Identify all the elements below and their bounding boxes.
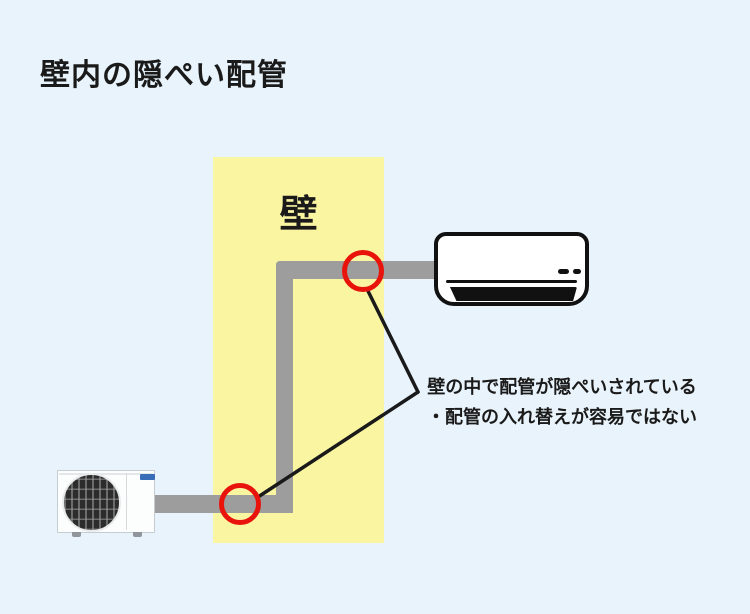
pipe-wall-entry-marker-icon — [219, 483, 261, 525]
wall-label: 壁 — [279, 194, 318, 236]
indoor-ac-vent — [449, 287, 577, 301]
outdoor-ac-unit-icon — [57, 470, 155, 537]
indoor-ac-panel-line — [446, 280, 577, 283]
page-title: 壁内の隠ぺい配管 — [40, 59, 288, 92]
fan-grille-icon — [62, 473, 121, 532]
indoor-ac-indicator-icon — [573, 269, 581, 274]
indoor-ac-unit-icon — [434, 232, 589, 306]
pipe-wall-exit-marker-icon — [342, 250, 384, 292]
wall-rect: 壁 — [213, 157, 384, 543]
outdoor-ac-panel-seam — [126, 473, 127, 530]
outdoor-ac-foot — [72, 532, 81, 537]
annotation-text: 壁の中で配管が隠ぺいされている ・配管の入れ替えが容易ではない — [416, 372, 708, 432]
annotation-line-2: ・配管の入れ替えが容易ではない — [427, 407, 697, 427]
indoor-ac-indicator-icon — [558, 269, 569, 274]
refrigerant-pipe-vertical — [276, 261, 293, 513]
leader-line-top — [365, 287, 420, 394]
outdoor-ac-logo — [140, 474, 155, 480]
outdoor-ac-foot — [133, 532, 142, 537]
annotation-line-1: 壁の中で配管が隠ぺいされている — [427, 377, 697, 397]
leader-line-bottom — [256, 390, 420, 499]
